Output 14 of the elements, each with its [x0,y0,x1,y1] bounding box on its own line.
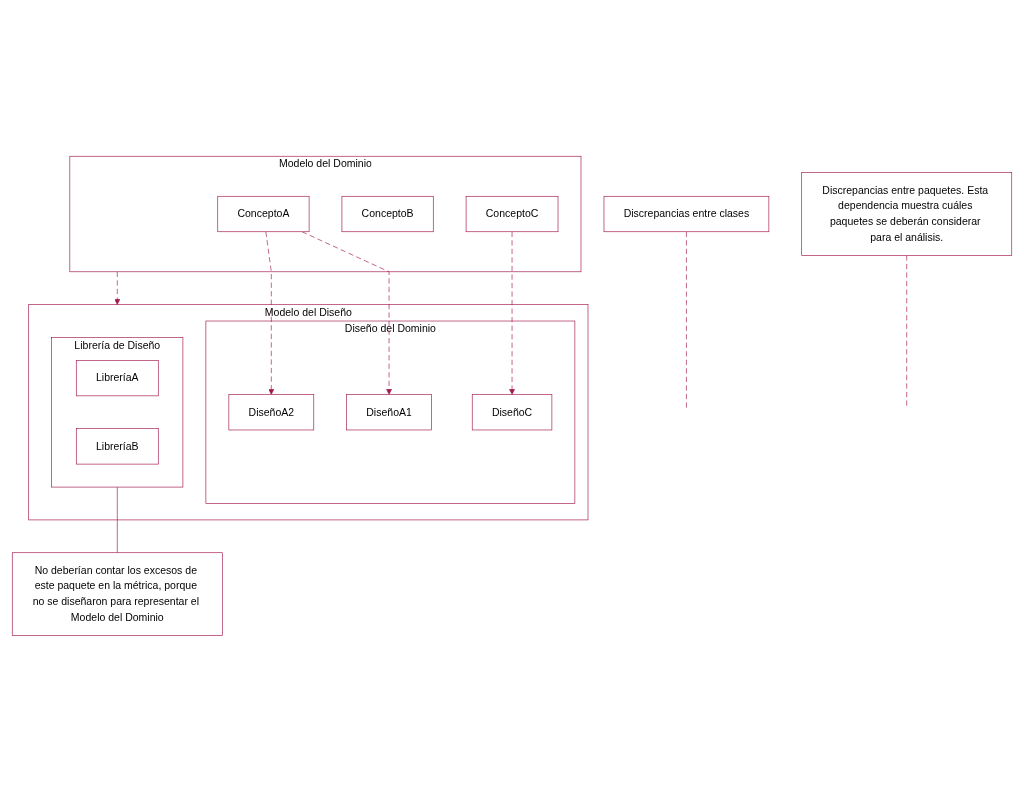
node-box: ConceptoA [217,196,310,233]
node-box: Discrepancias entre clases [603,196,770,233]
connector [686,231,687,409]
node-box: ConceptoB [341,196,434,233]
node-box: ConceptoC [465,196,559,233]
node-box: DiseñoA1 [346,394,432,431]
node-box: LibreríaB [75,428,159,465]
node-box: Discrepancias entre paquetes. Esta dependencia muestra cuáles paquetes se deberán considerar para el análisis. [801,172,1013,256]
connector [906,255,908,409]
node-box: LibreríaA [75,360,159,397]
node-box: DiseñoC [471,394,553,431]
node-box: DiseñoA2 [228,394,315,431]
connector [116,486,118,554]
node-box: No deberían contar los excesos de este paquete en la métrica, porque no se diseñaron para representar el Modelo del Dominio [11,552,223,636]
